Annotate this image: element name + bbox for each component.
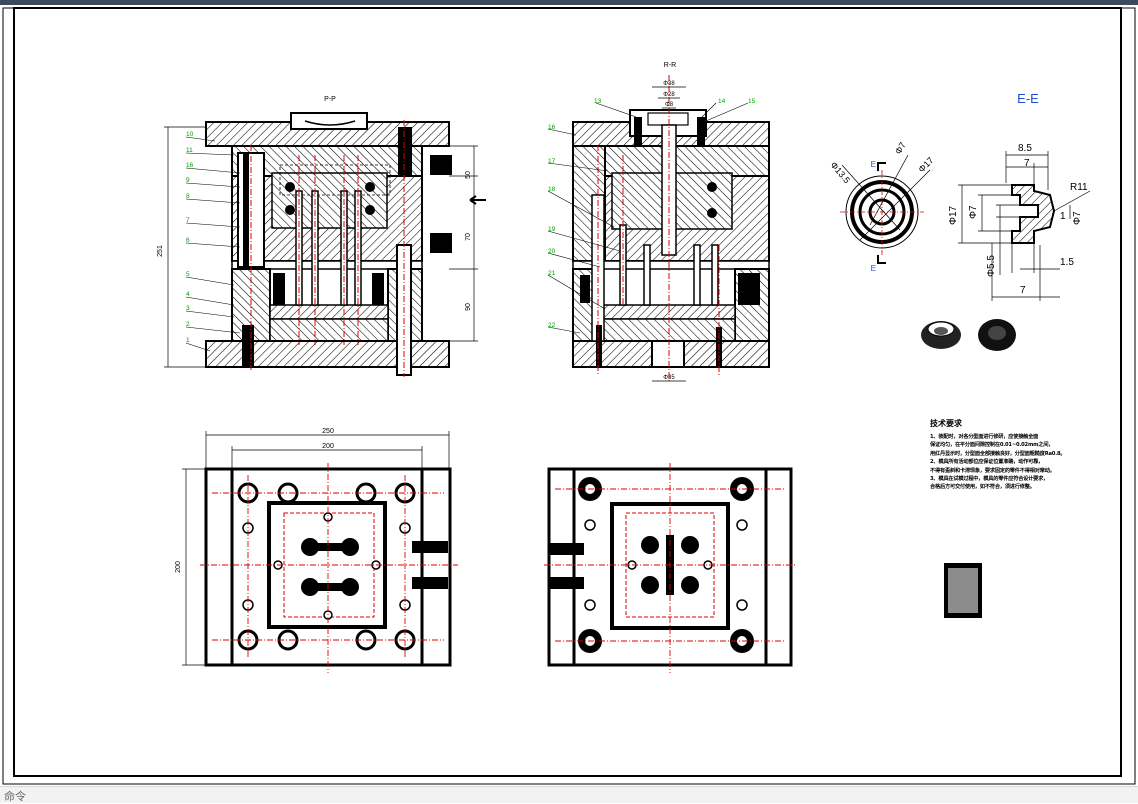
plan-view-moving-half: 250 200 200 xyxy=(175,428,458,673)
pp-balloon-16: 16 xyxy=(186,162,194,169)
tech-line: 2、模具所有活动部位应保证位置准确，动作可靠， xyxy=(930,459,1044,466)
pp-dim-70: 70 xyxy=(465,233,472,241)
ee-dim-1-5: 1.5 xyxy=(1060,257,1074,268)
pp-balloon-9: 9 xyxy=(186,177,190,184)
ee-dim-1: 1 xyxy=(1060,211,1066,222)
tech-line: 保证均匀，在平分面间隙控制在0.01~0.02mm之间， xyxy=(930,442,1054,449)
tech-line: 1、装配时，对各分型面进行修研，应使接触全面 xyxy=(930,434,1039,440)
pp-balloon-6: 6 xyxy=(186,237,190,244)
ee-dim-7-top: 7 xyxy=(1024,158,1030,169)
pp-balloon-1: 1 xyxy=(186,337,190,344)
rr-dim-8: Φ8 xyxy=(665,102,674,108)
plan-dim-250: 250 xyxy=(322,428,334,435)
rr-balloon-21: 21 xyxy=(548,270,556,277)
pp-balloon-10: 10 xyxy=(186,131,194,138)
pp-balloon-3: 3 xyxy=(186,305,190,312)
ee-dim-d17-side: Φ17 xyxy=(948,205,959,225)
tech-line: 合格后方可交付使用，如不符合，须进行修整。 xyxy=(930,484,1035,491)
pp-balloon-4: 4 xyxy=(186,291,190,298)
ee-dim-d7-top: Φ7 xyxy=(893,140,908,156)
pp-dim-90: 90 xyxy=(465,303,472,311)
plan-dim-200-v: 200 xyxy=(175,561,182,573)
ee-title: E-E xyxy=(1017,91,1039,106)
rr-balloon-13: 13 xyxy=(594,98,602,105)
ee-dim-8-5: 8.5 xyxy=(1018,143,1032,154)
pp-balloon-5: 5 xyxy=(186,271,190,278)
plan-dim-200-h: 200 xyxy=(322,443,334,450)
rr-balloon-20: 20 xyxy=(548,248,556,255)
title-block-swatch xyxy=(944,563,982,618)
inner-frame xyxy=(13,7,1122,777)
rr-balloon-17: 17 xyxy=(548,158,556,165)
pp-dim-251: 251 xyxy=(157,245,164,257)
rr-balloon-19: 19 xyxy=(548,226,556,233)
pp-dim-50: 50 xyxy=(465,171,472,179)
technical-requirements: 技术要求 1、装配时，对各分型面进行修研，应使接触全面 保证均匀，在平分面间隙控… xyxy=(930,418,1100,492)
rr-balloon-22: 22 xyxy=(548,322,556,329)
ee-dim-7-bottom: 7 xyxy=(1020,285,1026,296)
pp-balloon-7: 7 xyxy=(186,217,190,224)
ee-dim-d7-side: Φ7 xyxy=(968,205,979,219)
outer-frame xyxy=(2,7,1136,785)
rr-title: R-R xyxy=(664,62,676,69)
rr-balloon-18: 18 xyxy=(548,186,556,193)
pp-balloon-2: 2 xyxy=(186,321,190,328)
tech-line: 不得有歪斜和卡滞现象，要求固定的零件不得相对窜动。 xyxy=(930,467,1055,474)
tech-title: 技术要求 xyxy=(930,419,962,428)
rr-dim-28: Φ28 xyxy=(663,92,675,98)
part-detail-ee: E-E E E Φ13.5 Φ7 Φ17 xyxy=(828,91,1091,351)
ee-section-mark-top: E xyxy=(871,160,876,169)
pp-title: P-P xyxy=(324,96,336,103)
pp-balloon-11: 11 xyxy=(186,147,193,154)
rr-dim-35: Φ35 xyxy=(663,375,675,381)
ee-dim-r11: R11 xyxy=(1070,182,1088,193)
ee-section-mark-bottom: E xyxy=(871,264,876,273)
tech-line: 3、模具在试模过程中，模具的零件应符合设计要求， xyxy=(930,476,1049,483)
section-view-pp: P-P xyxy=(157,96,486,377)
command-line[interactable]: 命令 xyxy=(0,786,1138,803)
rr-balloon-14: 14 xyxy=(718,98,726,105)
tech-line: 用红丹显示时，分型面全部接触良好，分型面粗糙度Ra0.8。 xyxy=(930,450,1066,457)
command-prompt: 命令 xyxy=(4,790,26,803)
window-top-bar xyxy=(0,0,1138,5)
ee-dim-d17-top: Φ17 xyxy=(916,155,935,174)
drawing-sheet: P-P xyxy=(2,7,1136,785)
ee-dim-d5-5: Φ5.5 xyxy=(986,255,997,277)
pp-balloon-8: 8 xyxy=(186,193,190,200)
section-view-rr: R-R xyxy=(547,62,770,383)
rr-balloon-16: 16 xyxy=(548,124,556,131)
rr-balloon-15: 15 xyxy=(748,98,756,105)
plan-view-fixed-half xyxy=(544,463,796,673)
ee-dim-d7-right: Φ7 xyxy=(1072,211,1083,225)
rr-dim-38: Φ38 xyxy=(663,81,675,87)
